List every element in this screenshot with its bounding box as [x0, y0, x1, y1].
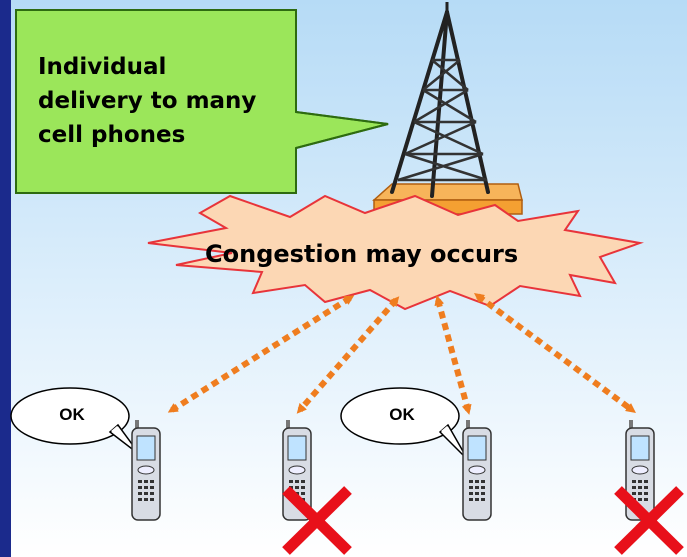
callout-line-1: Individual — [38, 54, 167, 80]
ok-bubble-left-label: OK — [59, 405, 85, 424]
congestion-label: Congestion may occurs — [205, 240, 519, 268]
ok-bubble-center — [340, 387, 469, 461]
callout-line-3: cell phones — [38, 122, 186, 148]
ok-bubble-center-label: OK — [389, 405, 415, 424]
cell-phone-icon — [625, 420, 655, 521]
callout-box — [15, 9, 389, 194]
congestion-starburst — [147, 194, 644, 311]
left-edge-bar — [0, 0, 11, 557]
red-x-icon — [282, 486, 352, 555]
radio-tower-icon — [372, 2, 523, 215]
arrow-to-phone-4 — [473, 293, 637, 413]
red-x-icon — [614, 486, 684, 555]
cell-phone-icon — [462, 420, 492, 521]
arrow-to-phone-2 — [296, 296, 400, 414]
delivery-arrows — [167, 293, 637, 415]
callout-line-2: delivery to many — [38, 88, 257, 114]
callout-text: Individual delivery to many cell phones — [38, 50, 288, 152]
cell-phone-icon — [131, 420, 161, 521]
